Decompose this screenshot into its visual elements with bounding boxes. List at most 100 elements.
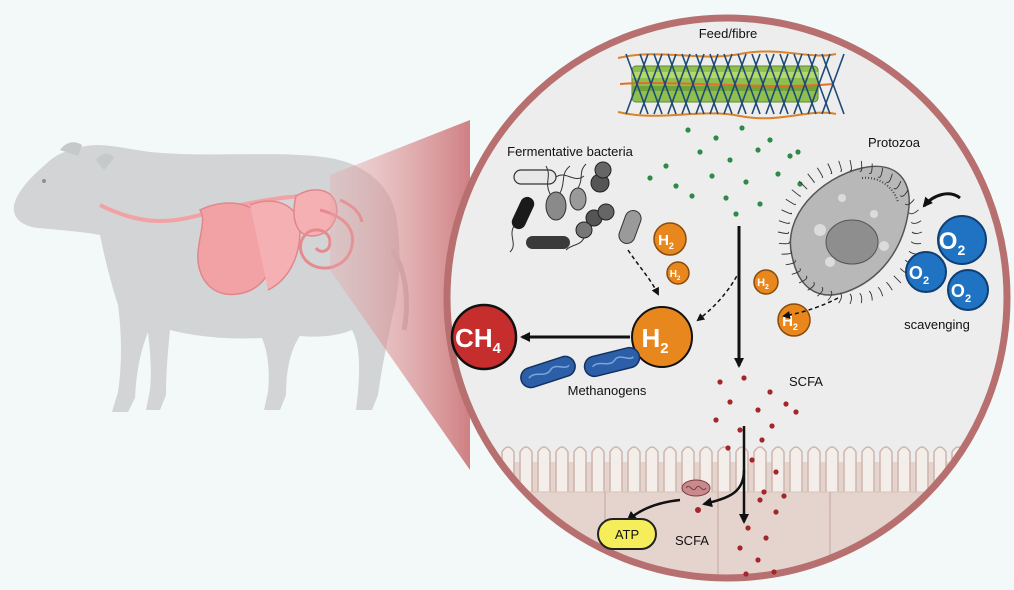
- h2-bacteria-large: H2: [653, 222, 687, 256]
- scfa-particle: [749, 457, 755, 463]
- cilium: [859, 292, 863, 304]
- h2-main-molecule: H2: [631, 306, 693, 368]
- cilium: [908, 209, 919, 215]
- methanogens-cells: [520, 346, 641, 389]
- cilium: [778, 241, 790, 245]
- protozoa-cell: [777, 159, 923, 305]
- cilium: [877, 286, 884, 297]
- protozoa-label: Protozoa: [868, 135, 921, 150]
- o2-large-label: O2: [939, 228, 966, 258]
- cilium: [893, 180, 902, 190]
- villus: [609, 446, 623, 492]
- feed-particle: [757, 201, 763, 207]
- feed-fibre-icon: [617, 50, 845, 120]
- cilium: [911, 231, 923, 234]
- feed-particle: [767, 137, 773, 143]
- h2-bacteria-small: H2: [666, 261, 690, 285]
- cilium: [910, 220, 922, 224]
- cilium: [849, 293, 852, 305]
- feed-particle: [647, 175, 653, 181]
- feed-particle: [733, 211, 739, 217]
- cilium: [777, 231, 789, 234]
- cilium: [899, 189, 909, 197]
- svg-text:H2: H2: [641, 323, 668, 357]
- villus: [771, 446, 785, 492]
- villus: [861, 446, 875, 492]
- villus: [879, 446, 893, 492]
- cilium: [798, 275, 808, 284]
- feed-particle: [775, 171, 781, 177]
- cilium: [791, 268, 801, 275]
- villus: [645, 446, 659, 492]
- cilium: [868, 290, 873, 301]
- o2-right-molecule: [947, 269, 989, 311]
- cilium: [877, 167, 884, 178]
- cilium: [868, 163, 873, 174]
- h2-protozoa-large: H2: [777, 303, 811, 337]
- scfa-cell-label: SCFA: [675, 533, 709, 548]
- scfa-particle: [781, 493, 787, 499]
- scfa-particle: [757, 497, 763, 503]
- scfa-particle: [763, 535, 769, 541]
- villus: [663, 446, 677, 492]
- cilium: [827, 290, 833, 301]
- magnified-rumen-view: [447, 18, 1007, 578]
- cilium: [785, 198, 796, 206]
- scfa-particle: [767, 389, 773, 395]
- mitochondrion-icon: [681, 479, 711, 497]
- cilium: [904, 199, 915, 206]
- feed-particle: [697, 149, 703, 155]
- svg-text:H2: H2: [670, 269, 681, 282]
- fibre-strand: [821, 53, 845, 115]
- protozoa-nucleus: [825, 219, 879, 265]
- scfa-to-atp-arrow: [626, 498, 681, 522]
- scfa-lumen-label: SCFA: [789, 374, 823, 389]
- scfa-particle: [783, 401, 789, 407]
- villus: [987, 446, 1001, 492]
- cilium: [886, 281, 893, 291]
- feed-particle: [795, 149, 801, 155]
- atp-molecule: ATP: [597, 518, 657, 550]
- villus: [555, 446, 569, 492]
- protozoa-h2-dashed-arrow: [782, 297, 839, 319]
- scfa-particle: [773, 509, 779, 515]
- feed-particle: [787, 153, 793, 159]
- villus: [969, 446, 983, 492]
- cilium: [859, 160, 863, 172]
- cilium: [886, 173, 893, 183]
- magnified-view-border: [443, 14, 1011, 582]
- cilium: [838, 160, 842, 172]
- lumen-h2-dashed-arrow: [696, 269, 741, 322]
- villus: [825, 446, 839, 492]
- scfa-particle: [743, 571, 749, 577]
- o2-molecules: O2 O2 O2: [905, 215, 989, 311]
- cilium: [791, 189, 801, 197]
- villus: [447, 446, 461, 492]
- villus: [897, 446, 911, 492]
- svg-text:H2: H2: [757, 277, 769, 291]
- scfa-particle: [745, 525, 751, 531]
- feed-particle: [685, 127, 691, 133]
- villus: [591, 446, 605, 492]
- cilium: [816, 167, 824, 178]
- scfa-particle: [793, 409, 799, 415]
- cilium: [785, 259, 796, 266]
- bacterium-rod: [513, 169, 557, 185]
- fermentative-bacteria-cluster: [509, 161, 642, 253]
- cilium: [827, 163, 833, 174]
- cilium: [807, 173, 815, 183]
- cilium: [817, 286, 824, 297]
- cilium: [893, 275, 902, 284]
- cilium: [781, 209, 792, 215]
- villus: [717, 446, 731, 492]
- magnification-cone: [330, 120, 470, 470]
- scfa-particle: [713, 417, 719, 423]
- scfa-particle: [759, 437, 765, 443]
- feed-fibre-label: Feed/fibre: [699, 26, 758, 41]
- cow-ear: [60, 142, 82, 156]
- cilium: [798, 180, 808, 190]
- scfa-particle: [773, 469, 779, 475]
- scavenging-label: scavenging: [904, 317, 970, 332]
